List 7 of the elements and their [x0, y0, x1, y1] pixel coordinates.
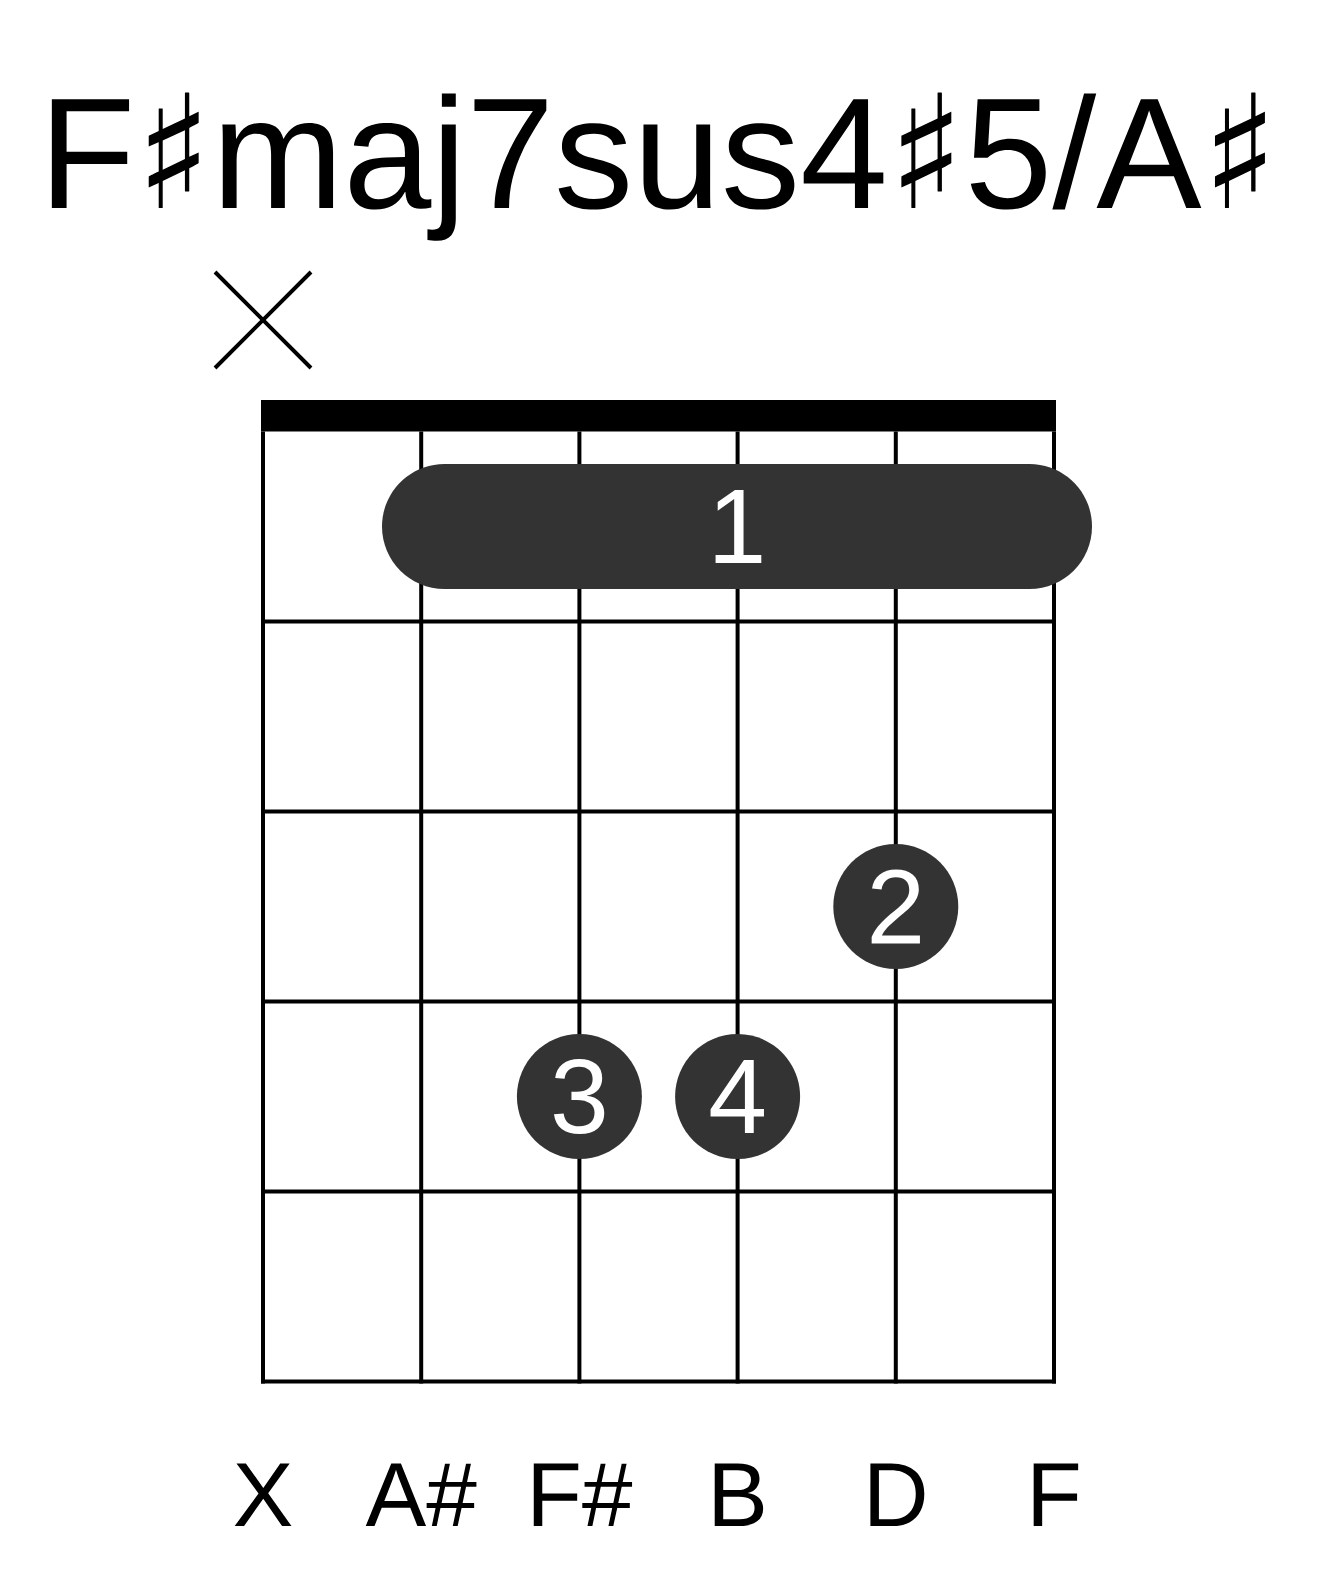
string-label: X: [234, 1463, 292, 1526]
string-label: F: [1033, 1463, 1079, 1526]
chord-title: F♯maj7sus4♯5/A♯: [51, 92, 1265, 241]
string-label: B: [714, 1463, 764, 1526]
string-label: F#: [533, 1463, 633, 1526]
string-label: A#: [365, 1463, 477, 1526]
string-label: D: [870, 1463, 925, 1526]
